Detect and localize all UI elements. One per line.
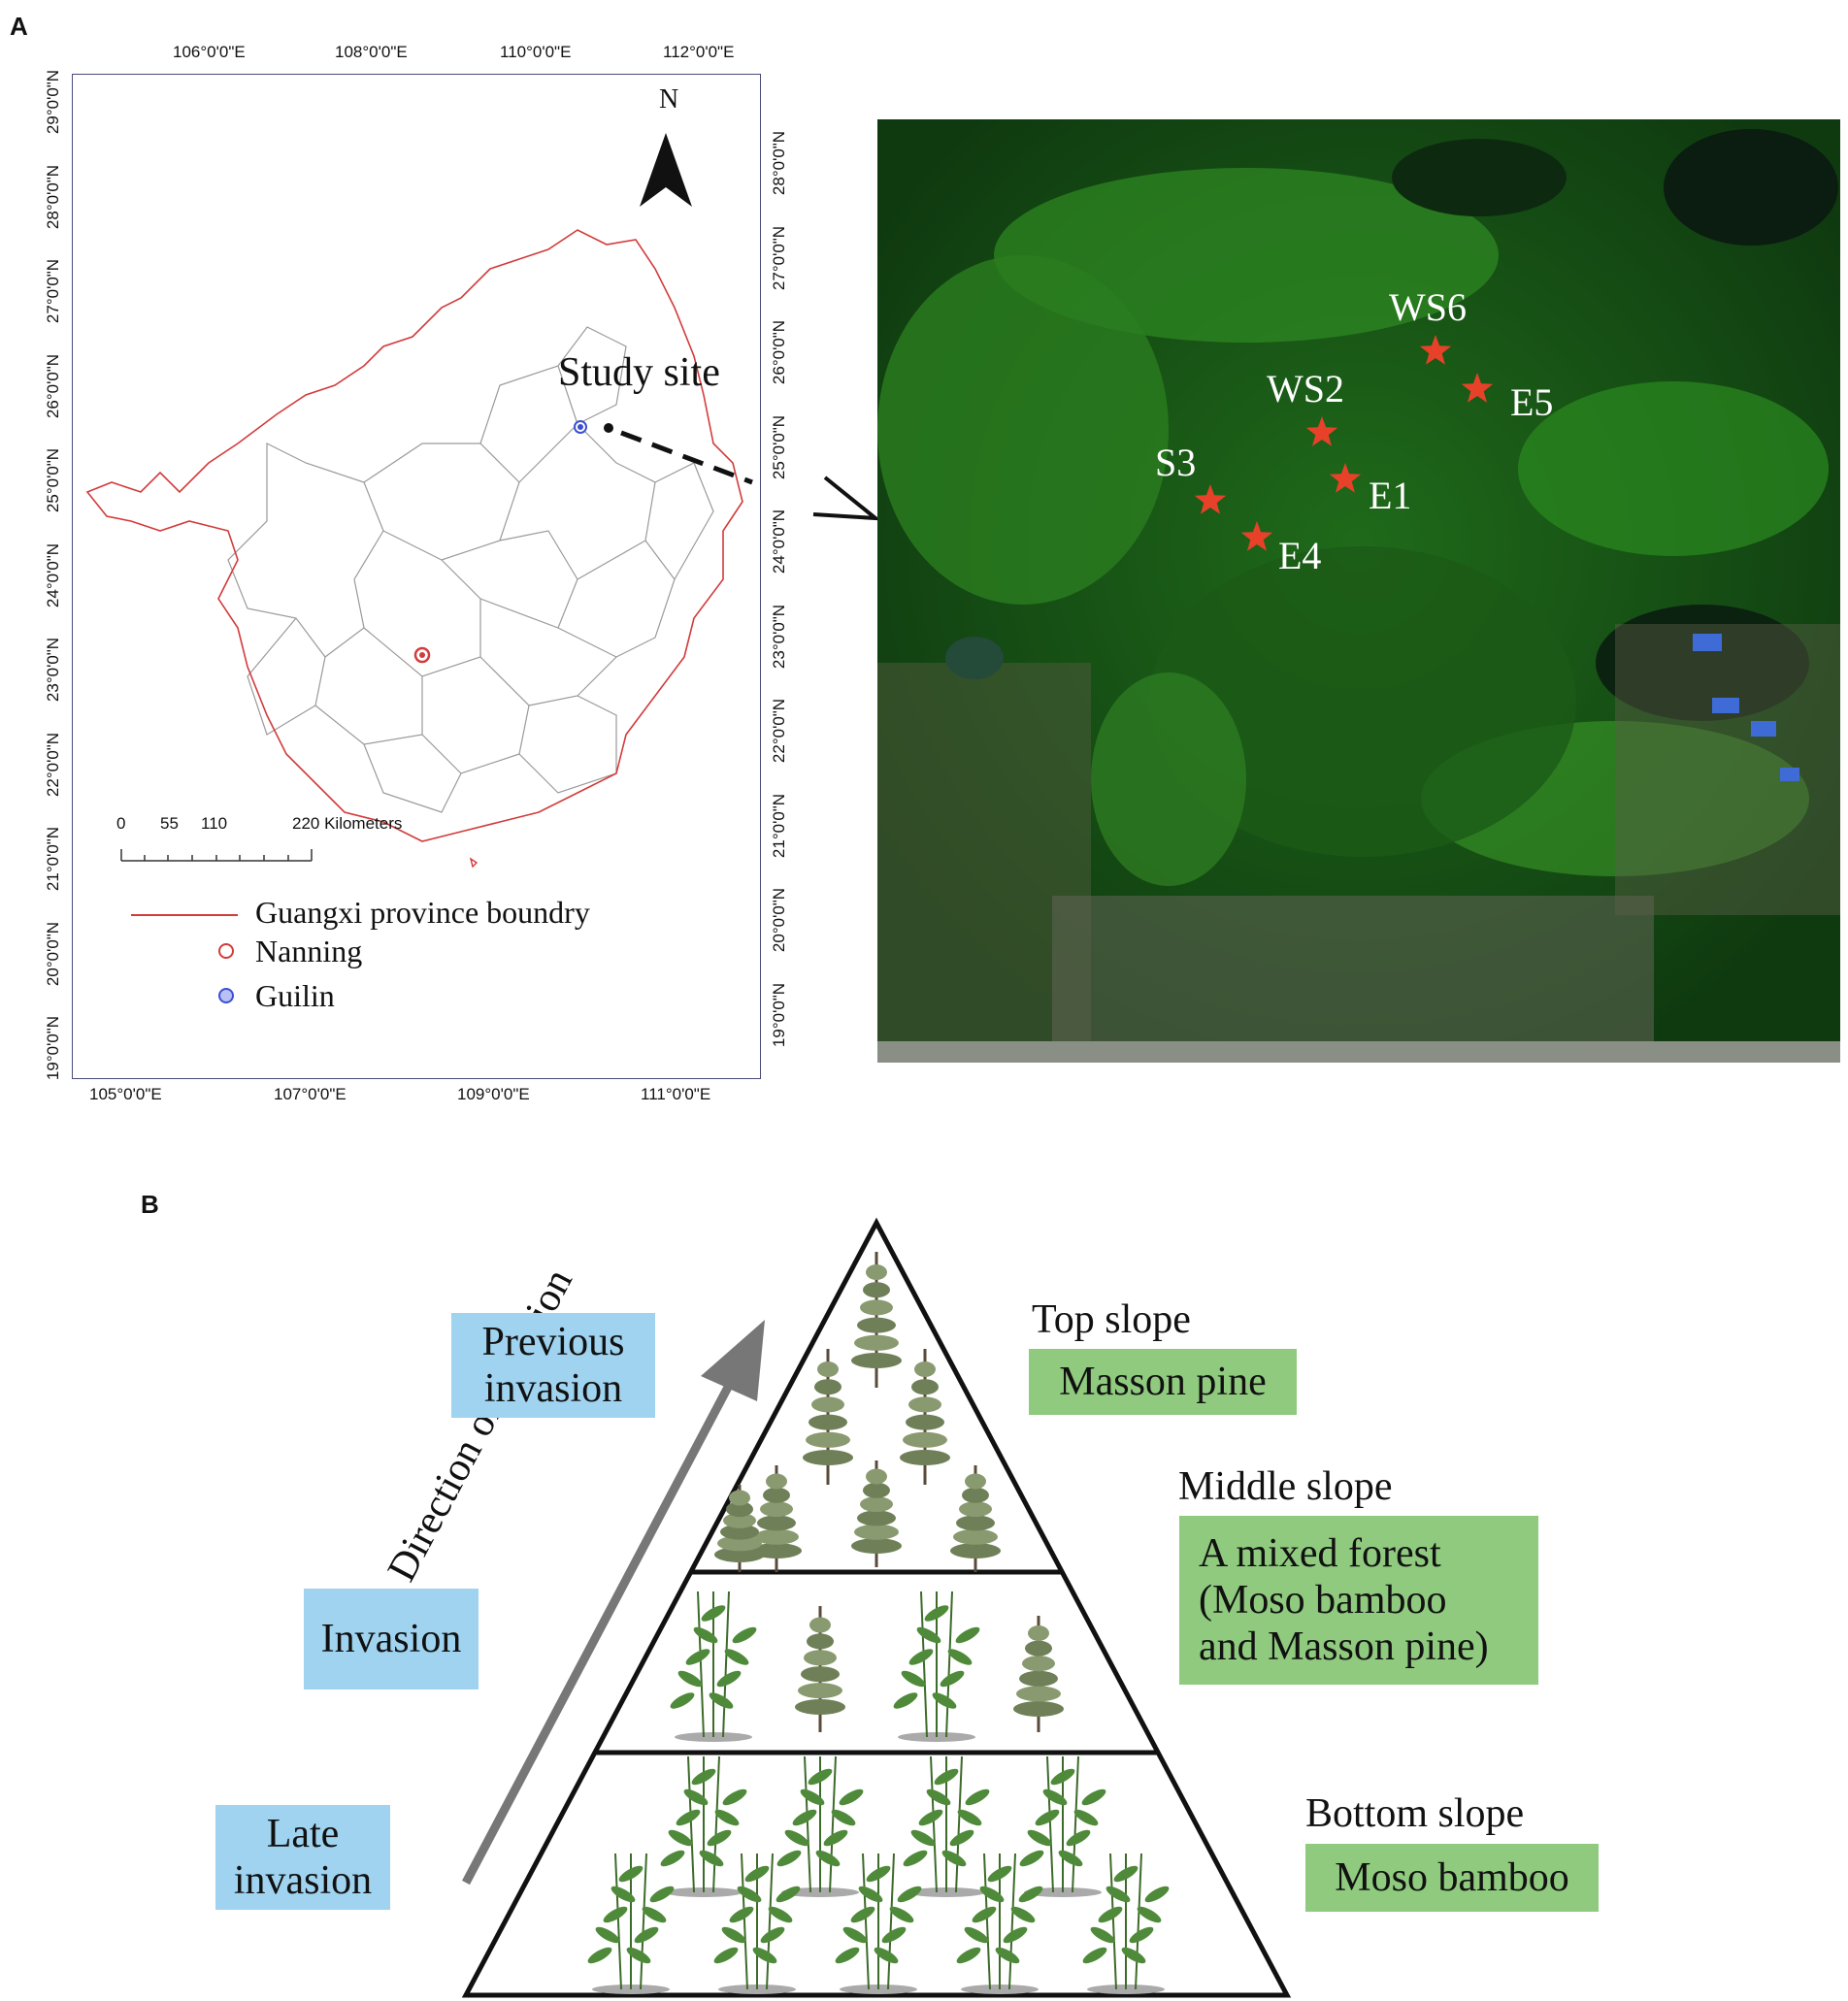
right-tick: 28°0'0"N: [770, 130, 788, 196]
left-tick: 26°0'0"N: [44, 353, 62, 418]
bamboo-icon: [776, 1755, 864, 1897]
right-tick: 26°0'0"N: [770, 319, 788, 385]
site-star-e5: [1461, 373, 1494, 403]
top-slope-title: Top slope: [1032, 1297, 1191, 1342]
bamboo-icon: [893, 1591, 980, 1742]
scale-label: 220 Kilometers: [292, 814, 403, 833]
pine-tree-icon: [714, 1485, 765, 1572]
site-label-ws2: WS2: [1267, 367, 1344, 410]
right-tick: 24°0'0"N: [770, 508, 788, 574]
left-tick: 27°0'0"N: [44, 258, 62, 324]
study-site-dot: [604, 423, 613, 433]
locator-map-frame: N Study site 0 55 110 220 Kilometers Gua…: [72, 74, 761, 1079]
province-boundary-path: [85, 229, 743, 842]
boundary-line-swatch: [131, 914, 238, 916]
pine-tree-icon: [803, 1349, 853, 1485]
bamboo-icon: [713, 1853, 801, 1994]
bamboo-icon: [956, 1853, 1043, 1994]
site-star-e4: [1240, 521, 1273, 551]
site-star-e1: [1329, 463, 1362, 493]
right-tick: 23°0'0"N: [770, 604, 788, 669]
left-tick: 24°0'0"N: [44, 542, 62, 607]
bottom-slope-title: Bottom slope: [1305, 1791, 1525, 1836]
right-tick: 19°0'0"N: [770, 982, 788, 1047]
study-site-label: Study site: [558, 350, 720, 395]
top-tick: 110°0'0"E: [500, 43, 572, 61]
previous-invasion-box: Previous invasion: [451, 1313, 655, 1418]
late-invasion-box: Late invasion: [215, 1805, 390, 1910]
guilin-icon: [218, 988, 234, 1003]
left-tick: 25°0'0"N: [44, 447, 62, 513]
invasion-box: Invasion: [304, 1589, 478, 1689]
right-tick: 27°0'0"N: [770, 225, 788, 290]
scale-label: 0: [116, 814, 126, 833]
pine-tree-icon: [900, 1349, 950, 1485]
left-tick: 29°0'0"N: [44, 69, 62, 135]
left-tick: 28°0'0"N: [44, 164, 62, 229]
top-tick: 106°0'0"E: [173, 43, 246, 61]
bamboo-icon: [1019, 1755, 1106, 1897]
right-tick: 21°0'0"N: [770, 793, 788, 858]
right-tick: 22°0'0"N: [770, 698, 788, 764]
site-label-e5: E5: [1510, 380, 1554, 424]
right-tick: 25°0'0"N: [770, 414, 788, 479]
bamboo-icon: [835, 1853, 922, 1994]
direction-arrow: [462, 1320, 765, 1886]
satellite-image: WS6 E5 WS2 E1 S3 E4: [877, 119, 1840, 1063]
panel-a-label: A: [10, 12, 28, 41]
county-boundaries: [227, 326, 714, 813]
north-label: N: [659, 84, 679, 115]
bottom-tick: 107°0'0"E: [274, 1085, 346, 1103]
satellite-render: [877, 119, 1840, 1063]
site-star-ws2: [1305, 416, 1338, 446]
middle-slope-box: A mixed forest (Moso bamboo and Masson p…: [1179, 1516, 1538, 1685]
bottom-slope-box: Moso bamboo: [1305, 1844, 1599, 1912]
top-tick: 108°0'0"E: [335, 43, 408, 61]
scale-label: 110: [201, 814, 228, 833]
right-tick: 20°0'0"N: [770, 887, 788, 953]
left-tick: 22°0'0"N: [44, 732, 62, 797]
pine-tree-icon: [751, 1465, 802, 1572]
scale-label: 55: [160, 814, 179, 833]
bamboo-icon: [670, 1591, 757, 1742]
site-star-s3: [1194, 484, 1227, 514]
left-tick: 20°0'0"N: [44, 921, 62, 986]
site-label-e1: E1: [1369, 474, 1412, 517]
panel-b-label: B: [141, 1190, 159, 1219]
slope-pyramid: [461, 1217, 1292, 1998]
connector-arrowhead: [812, 476, 882, 521]
bottom-tick: 109°0'0"E: [457, 1085, 530, 1103]
north-arrow-shape: [640, 133, 692, 207]
pine-tree-icon: [851, 1252, 902, 1388]
site-label-ws6: WS6: [1389, 285, 1467, 329]
bamboo-icon: [1082, 1853, 1170, 1994]
site-label-e4: E4: [1278, 534, 1322, 577]
top-tick: 112°0'0"E: [663, 43, 735, 61]
pine-tree-icon: [1013, 1616, 1064, 1732]
left-tick: 23°0'0"N: [44, 637, 62, 703]
bamboo-icon: [903, 1755, 990, 1897]
bottom-tick: 105°0'0"E: [89, 1085, 162, 1103]
bamboo-icon: [587, 1853, 675, 1994]
left-tick: 19°0'0"N: [44, 1015, 62, 1081]
scale-bar: [120, 849, 313, 862]
site-star-ws6: [1419, 335, 1452, 365]
pine-tree-icon: [950, 1465, 1001, 1572]
site-label-s3: S3: [1155, 441, 1197, 484]
nanning-icon: [218, 943, 234, 959]
pine-tree-icon: [851, 1460, 902, 1567]
bamboo-icon: [660, 1755, 747, 1897]
pine-tree-icon: [795, 1606, 845, 1732]
middle-slope-title: Middle slope: [1178, 1464, 1393, 1509]
bottom-tick: 111°0'0"E: [641, 1085, 711, 1103]
study-site-leader: [620, 430, 753, 485]
site-markers: [1194, 335, 1494, 551]
left-tick: 21°0'0"N: [44, 826, 62, 892]
top-slope-box: Masson pine: [1029, 1349, 1297, 1415]
guangxi-map: [85, 133, 753, 869]
